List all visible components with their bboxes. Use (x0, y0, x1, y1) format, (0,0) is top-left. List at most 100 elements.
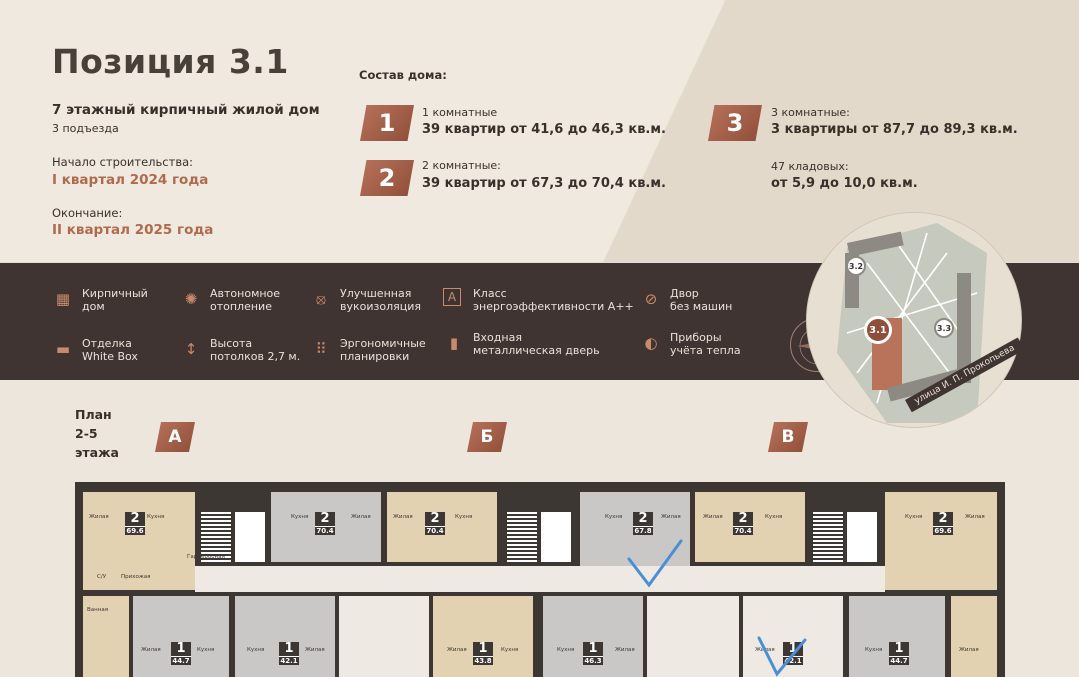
two-room-value: 39 квартир от 67,3 до 70,4 кв.м. (422, 176, 666, 191)
apt-rooms: 2 (738, 511, 748, 526)
grid-icon: ⠿ (315, 339, 327, 358)
start-value: I квартал 2024 года (52, 172, 209, 188)
feature-soundproof-l2: вукоизоляция (340, 299, 421, 313)
room-label: Жилая (89, 514, 109, 520)
plan-label-l1: План (75, 407, 112, 422)
apt-top-6[interactable] (885, 492, 997, 590)
feature-brick-l2: дом (82, 299, 105, 313)
checkmark-icon (627, 539, 683, 588)
feature-meters-l1: Приборы (670, 331, 722, 344)
apt-bottom-corner-v (951, 596, 997, 677)
section-v-badge: В (768, 422, 808, 452)
feature-energy-l1: Класс (473, 287, 507, 300)
feature-door-l2: металлическая дверь (473, 343, 600, 357)
apt-area: 42.1 (279, 656, 299, 665)
apt-rooms: 1 (478, 641, 488, 656)
stairs-a (201, 512, 231, 562)
apt-top-1[interactable] (83, 492, 195, 590)
room-label: Жилая (965, 514, 985, 520)
room-label: Кухня (765, 514, 783, 520)
lift-a (235, 512, 265, 562)
apt-rooms: 2 (320, 511, 330, 526)
feature-finish-l1: Отделка (82, 337, 132, 350)
checkmark-icon (757, 636, 807, 677)
apt-area: 70.4 (425, 526, 445, 535)
drop-icon: ◐ (644, 333, 658, 352)
apt-area: 69.6 (125, 526, 145, 535)
room-label: Жилая (393, 514, 413, 520)
start-label: Начало строительства: (52, 155, 194, 169)
stairs-b (507, 512, 537, 562)
room-label: Жилая (661, 514, 681, 520)
feature-energy-l2: энергоэффективности А++ (473, 299, 634, 313)
feature-no-cars-l1: Двор (670, 287, 699, 300)
room-label: Кухня (557, 647, 575, 653)
room-label: Ванная (87, 607, 109, 613)
ear-icon: ⦻ (316, 289, 326, 308)
feature-heating-l1: Автономное (210, 287, 281, 300)
two-room-badge: 2 (360, 160, 414, 196)
room-label: Жилая (447, 647, 467, 653)
apt-rooms: 1 (894, 641, 904, 656)
section-a-badge: А (155, 422, 195, 452)
building-type: 7 этажный кирпичный жилой дом (52, 102, 320, 118)
lift-b (541, 512, 571, 562)
room-label: Кухня (501, 647, 519, 653)
plan-label: План 2-5 этажа (75, 405, 119, 462)
room-label: Кухня (865, 647, 883, 653)
feature-ceiling-l2: потолков 2,7 м. (210, 349, 301, 363)
floor-plan: Жилая Кухня Прихожая Гардеробная Ванная … (75, 482, 1005, 677)
feature-door-l1: Входная (473, 331, 522, 344)
door-icon: ▮ (449, 333, 459, 352)
three-room-badge: 3 (708, 105, 762, 141)
feature-layouts-l2: планировки (340, 349, 410, 363)
apt-area: 44.7 (171, 656, 191, 665)
feature-no-cars-l2: без машин (670, 299, 733, 313)
plan-label-l3: этажа (75, 445, 119, 460)
end-label: Окончание: (52, 206, 123, 220)
entrances-count: 3 подъезда (52, 122, 119, 135)
apt-rooms: 1 (588, 641, 598, 656)
map-pin-3-1: 3.1 (864, 316, 892, 344)
paint-roller-icon: ▬ (55, 339, 71, 358)
energy-class-icon: A (443, 288, 461, 306)
apt-rooms: 2 (638, 511, 648, 526)
apt-bottom-mid-1 (339, 596, 429, 677)
apt-bottom-corner-a (83, 596, 129, 677)
apt-rooms: 2 (430, 511, 440, 526)
room-label: Жилая (959, 647, 979, 653)
feature-ceiling-l1: Высота (210, 337, 253, 350)
sun-icon: ✺ (184, 289, 198, 308)
apt-rooms: 1 (284, 641, 294, 656)
room-label: Жилая (141, 647, 161, 653)
feature-brick-l1: Кирпичный (82, 287, 148, 300)
composition-title: Состав дома: (359, 68, 447, 82)
apt-area: 44.7 (889, 656, 909, 665)
stairs-v (813, 512, 843, 562)
apt-rooms: 1 (788, 641, 798, 656)
apt-rooms: 2 (938, 511, 948, 526)
header-panel (0, 0, 690, 262)
feature-layouts-l1: Эргономичные (340, 337, 426, 350)
room-label: Прихожая (121, 574, 151, 580)
header-diagonal (600, 0, 1079, 262)
room-label: Кухня (455, 514, 473, 520)
site-map (806, 212, 1022, 428)
three-room-value: 3 квартиры от 87,7 до 89,3 кв.м. (771, 122, 1018, 137)
section-b-badge: Б (467, 422, 507, 452)
height-arrow-icon: ↕ (184, 339, 198, 358)
